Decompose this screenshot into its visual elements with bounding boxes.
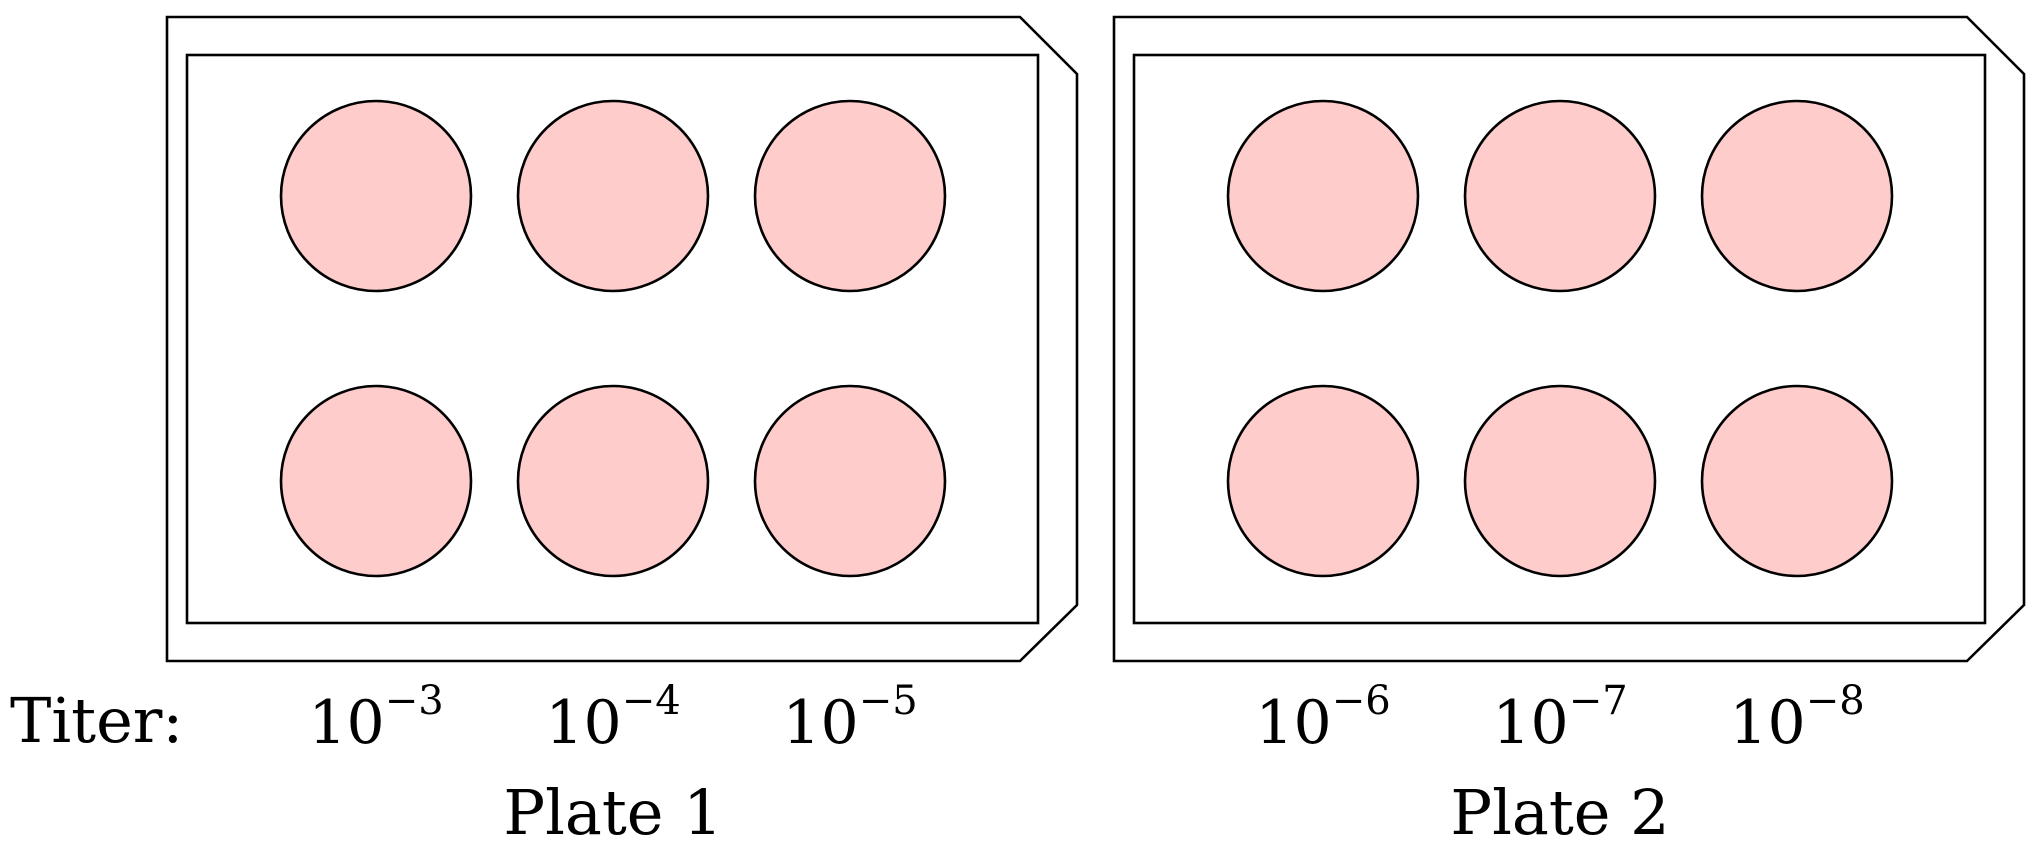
titer-plate-1-col-1: 10−3 [276,681,476,758]
plate-1-well-1 [279,99,473,293]
titer-base: 10 [1492,688,1569,758]
titer-label: Titer: [10,684,184,757]
plate-2-well-5 [1463,384,1657,578]
titer-base: 10 [1255,688,1332,758]
plate-2-well-3 [1700,99,1894,293]
plate-2 [1112,15,2026,663]
titer-plate-2-col-1: 10−6 [1223,681,1423,758]
plate-2-well-1 [1226,99,1420,293]
titer-exponent: −5 [858,678,918,724]
titer-base: 10 [782,688,859,758]
titer-plate-2-col-2: 10−7 [1460,681,1660,758]
plate-1-well-2 [516,99,710,293]
titer-base: 10 [1729,688,1806,758]
plate-1-well-3 [753,99,947,293]
titer-base: 10 [545,688,622,758]
titer-exponent: −4 [621,678,681,724]
plate-1-inner-frame [185,53,1040,625]
plate-2-well-2 [1463,99,1657,293]
titer-exponent: −8 [1805,678,1865,724]
plate-2-well-4 [1226,384,1420,578]
plate-1-well-5 [516,384,710,578]
titer-plate-1-col-3: 10−5 [750,681,950,758]
plate-1-outline [165,15,1079,663]
titer-exponent: −3 [384,678,444,724]
plate-1-well-4 [279,384,473,578]
titer-base: 10 [308,688,385,758]
plate-2-well-6 [1700,384,1894,578]
plate-1-well-6 [753,384,947,578]
titer-exponent: −6 [1331,678,1391,724]
plate-2-outline [1112,15,2026,663]
titer-exponent: −7 [1568,678,1628,724]
titer-plate-2-col-3: 10−8 [1697,681,1897,758]
plate-2-inner-frame [1132,53,1987,625]
plate-2-label: Plate 2 [1450,776,1670,849]
plate-1 [165,15,1079,663]
plate-1-label: Plate 1 [503,776,723,849]
titer-plate-1-col-2: 10−4 [513,681,713,758]
